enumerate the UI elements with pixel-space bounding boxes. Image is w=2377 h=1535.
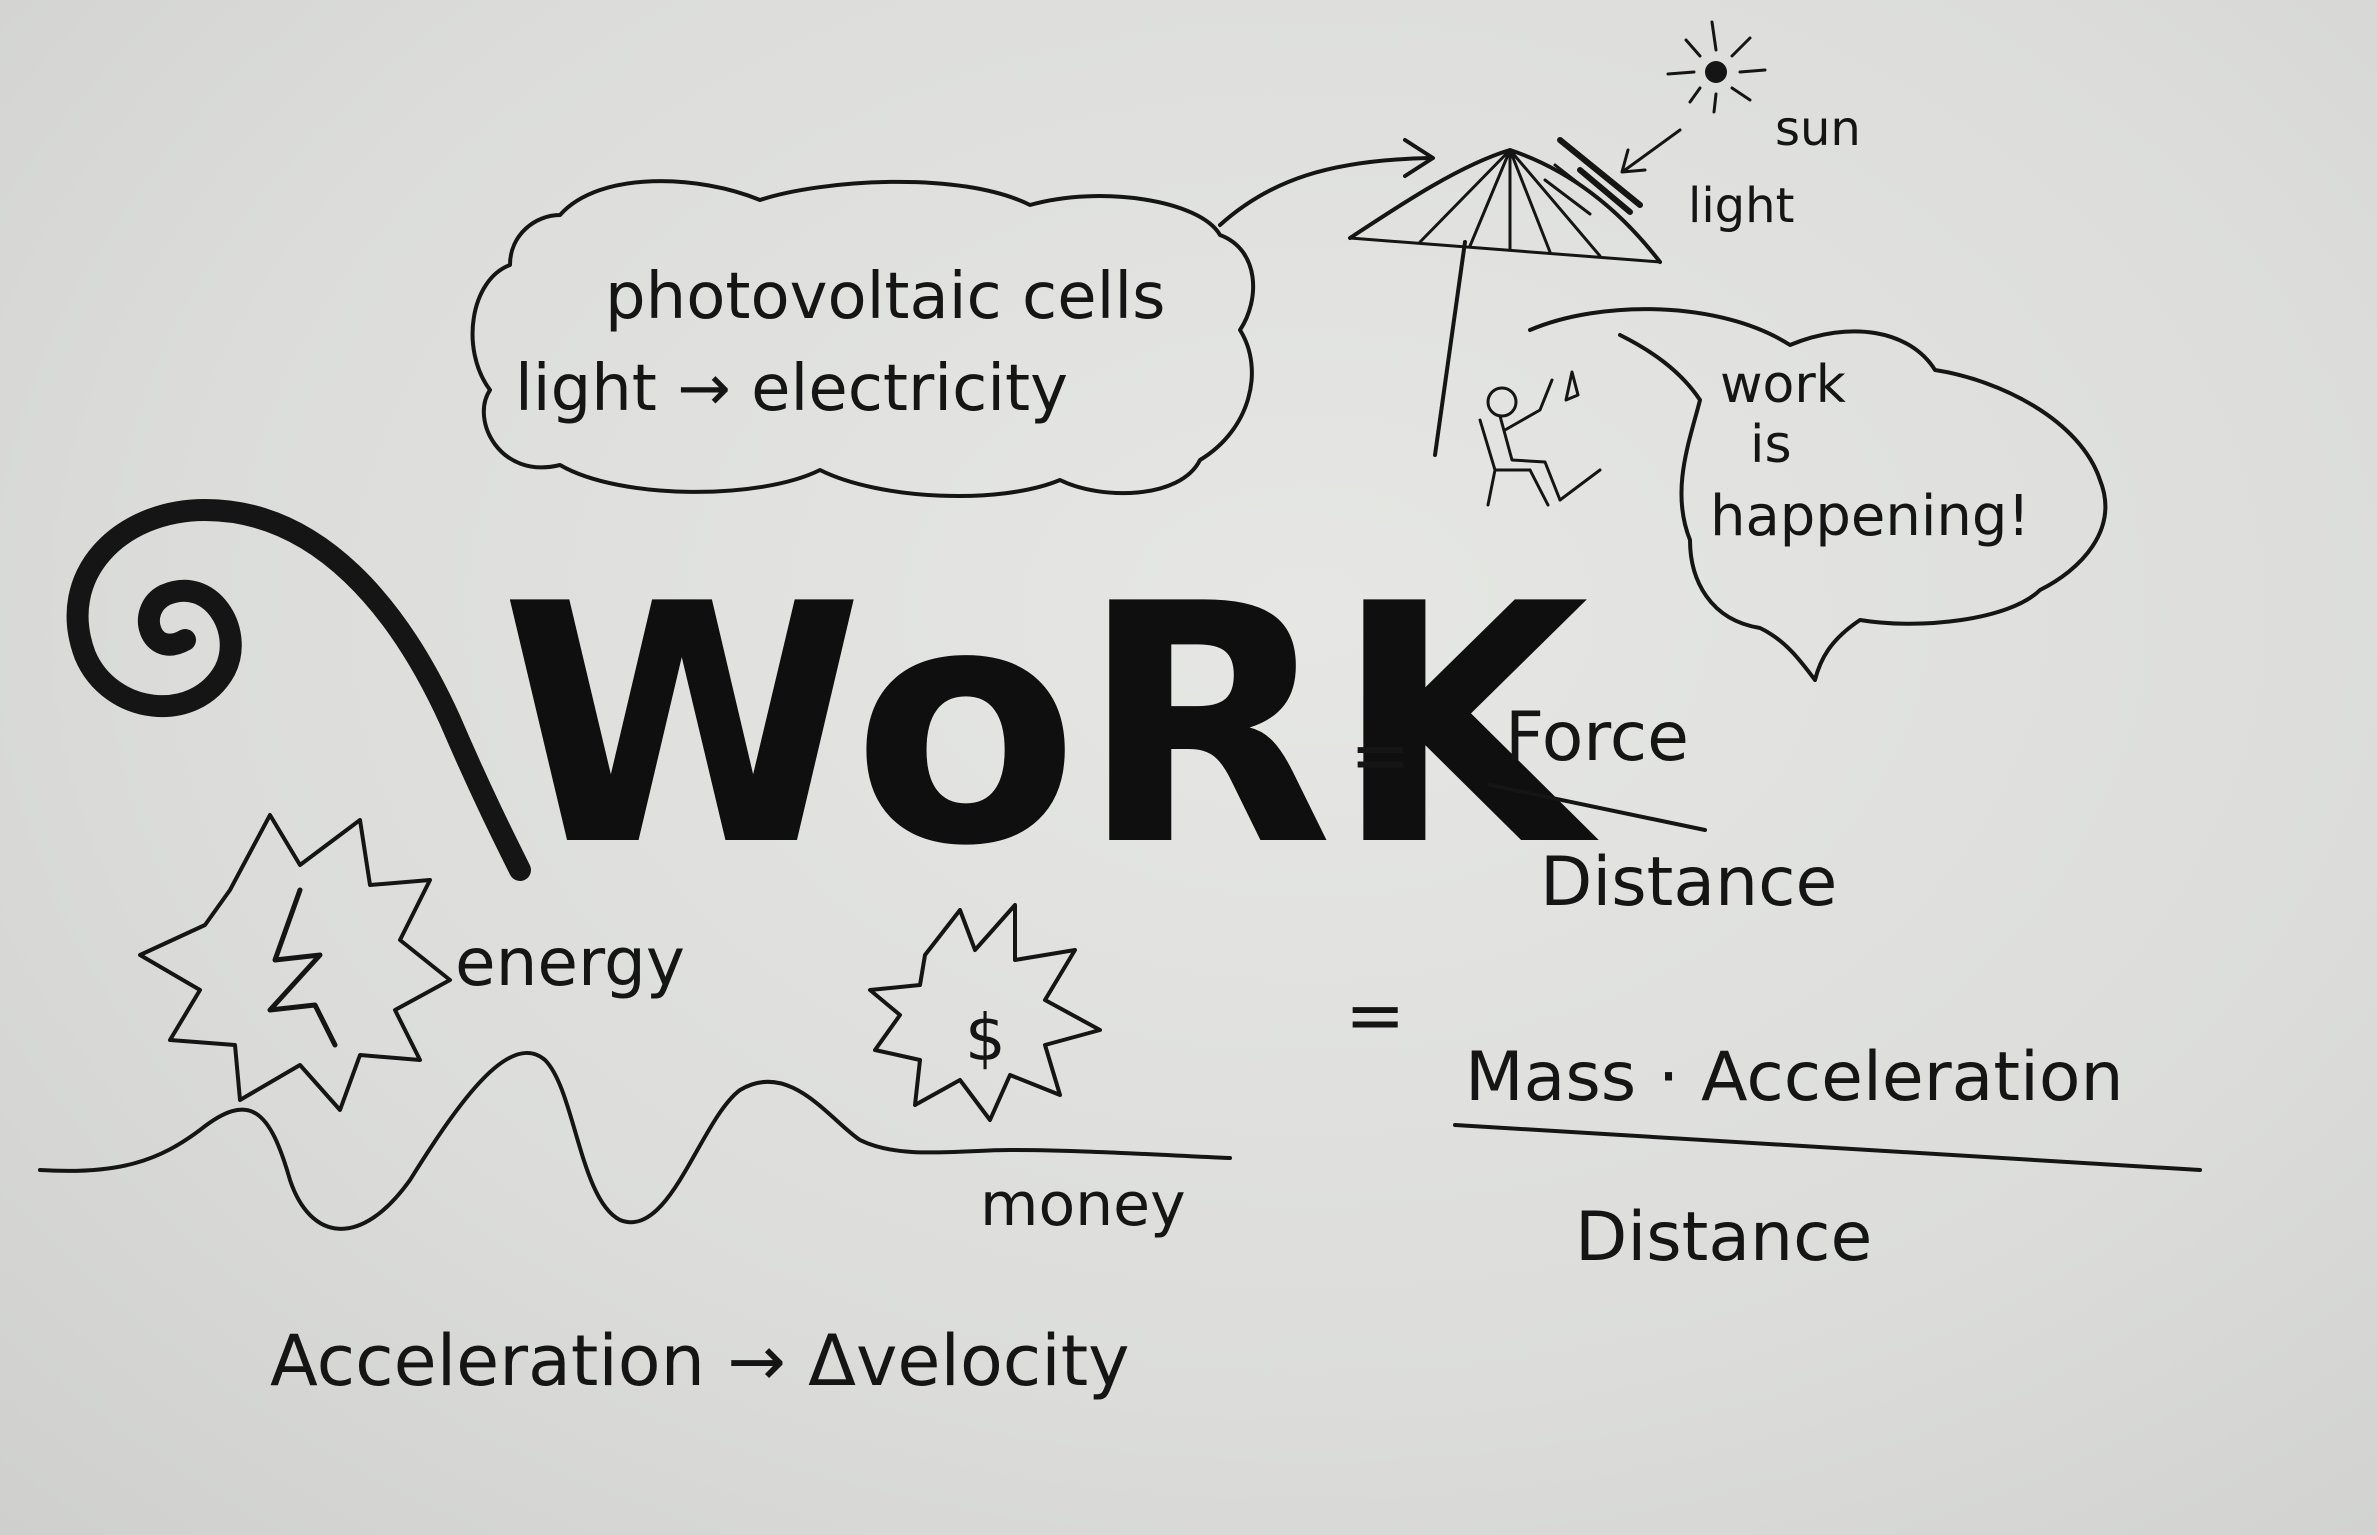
acceleration-velocity-text: Acceleration → Δvelocity <box>270 1320 1130 1402</box>
umbrella-drawing <box>1348 148 1662 457</box>
solar-panel-drawing <box>1543 137 1643 216</box>
work-speech-bubble <box>1528 307 2108 682</box>
equation2-numerator: Mass · Acceleration <box>1465 1038 2124 1117</box>
photovoltaic-cloud-bubble <box>470 179 1256 499</box>
money-label: money <box>980 1170 1186 1240</box>
lightning-bolt-icon <box>267 887 338 1048</box>
money-starburst-shape <box>868 903 1102 1122</box>
equation1-denominator: Distance <box>1540 843 1837 922</box>
energy-starburst-shape <box>138 813 452 1112</box>
equation2-equals-sign: = <box>1345 973 1405 1057</box>
work-bubble-line2: is <box>1750 415 1792 475</box>
equation1-fraction-bar <box>1488 783 1707 832</box>
light-label: light <box>1688 178 1794 234</box>
sunlight-arrow <box>1623 128 1682 172</box>
equation1-numerator: Force <box>1505 698 1689 777</box>
spiral-swirl-decoration <box>66 499 531 881</box>
work-title: WoRK <box>500 534 1601 918</box>
equation2-denominator: Distance <box>1575 1198 1872 1277</box>
energy-label: energy <box>455 924 685 1001</box>
work-bubble-line3: happening! <box>1710 484 2030 549</box>
work-bubble-line1: work <box>1720 355 1846 415</box>
wavy-line-decoration <box>38 1051 1232 1231</box>
equation1-equals-sign: = <box>1350 713 1410 797</box>
dollar-sign-icon: $ <box>965 1002 1006 1076</box>
sunlight-arrow-head <box>1620 148 1647 174</box>
equation2-fraction-bar <box>1453 1123 2202 1172</box>
photo-bubble-line2: light → electricity <box>515 352 1068 426</box>
photo-bubble-line1: photovoltaic cells <box>605 260 1166 334</box>
arrow-head <box>1403 138 1435 178</box>
cloud-to-umbrella-arrow <box>1218 156 1432 227</box>
sun-icon <box>1666 20 1767 114</box>
sun-label: sun <box>1775 101 1861 157</box>
person-lounging-drawing <box>1478 370 1602 507</box>
